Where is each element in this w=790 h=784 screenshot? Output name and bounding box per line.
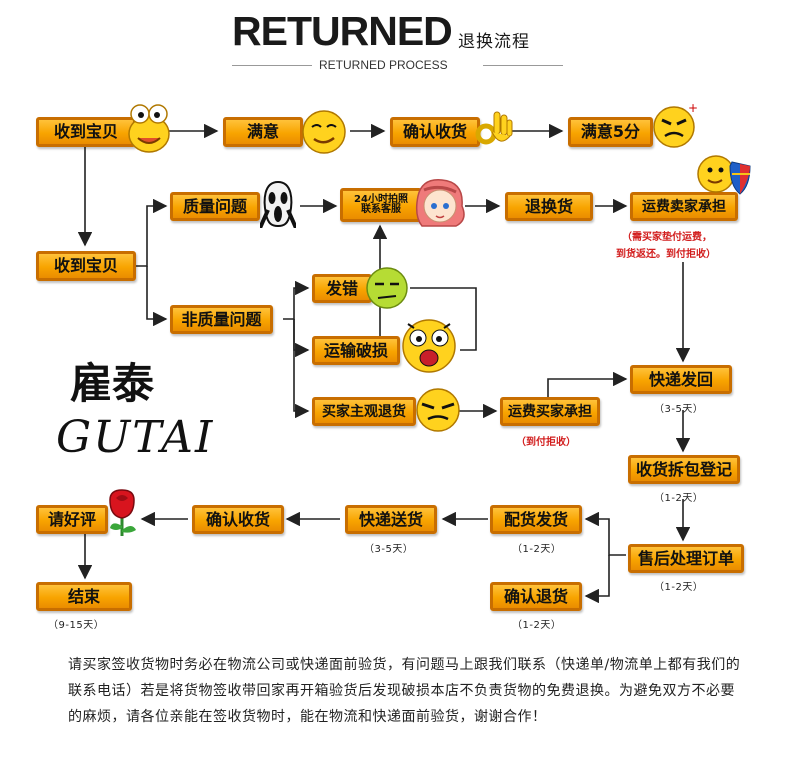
svg-text:+: + [688, 101, 698, 115]
node-return-exchange: 退换货 [505, 192, 593, 221]
arrow-branch-nonquality [147, 266, 166, 319]
brand-name-cn: 雇泰 [70, 350, 154, 411]
frog-emoji-icon [126, 100, 172, 158]
note-ship-days: （1-2天） [512, 540, 561, 555]
node-confirm-receipt-bottom: 确认收货 [192, 505, 284, 534]
page-title: RETURNED [232, 8, 452, 55]
node-confirm-receipt-top: 确认收货 [390, 117, 480, 147]
arrow-nonquality-subjective [294, 319, 308, 411]
note-express-return-days: （3-5天） [654, 400, 703, 415]
angry-emoji-icon: + [650, 100, 700, 150]
scream-mask-icon [260, 180, 296, 228]
green-emoji-icon [364, 266, 410, 310]
note-buyer: （到付拒收） [516, 433, 576, 448]
note-confirm-return-days: （1-2天） [512, 616, 561, 631]
note-seller-2: 到货返还。到付拒收） [616, 245, 716, 260]
rose-icon [104, 488, 140, 538]
node-seller-pays-freight: 运费卖家承担 [630, 192, 738, 221]
shocked-emoji-icon [398, 314, 460, 376]
note-register-days: （1-2天） [654, 489, 703, 504]
node-non-quality-issue: 非质量问题 [170, 305, 273, 334]
node-receive-left: 收到宝贝 [36, 251, 136, 281]
anime-girl-icon [412, 176, 468, 230]
node-buyer-subjective: 买家主观退货 [312, 397, 416, 426]
sneer-emoji-icon [412, 386, 464, 434]
node-end: 结束 [36, 582, 132, 611]
header-divider-left [232, 65, 312, 66]
node-buyer-pays-freight: 运费买家承担 [500, 397, 600, 426]
note-end-days: （9-15天） [48, 616, 104, 631]
node-receive-top: 收到宝贝 [36, 117, 136, 147]
node-confirm-return: 确认退货 [490, 582, 582, 611]
footer-notice: 请买家签收货物时务必在物流公司或快递面前验货，有问题马上跟我们联系（快递单/物流… [68, 652, 748, 730]
smug-emoji-icon [300, 108, 348, 156]
arrow-branch-quality [135, 206, 166, 266]
page-subtitle: RETURNED PROCESS [319, 58, 448, 72]
node-ship-goods: 配货发货 [490, 505, 582, 534]
header-divider-right [483, 65, 563, 66]
node-quality-issue: 质量问题 [170, 192, 260, 221]
node-satisfied-5: 满意5分 [568, 117, 653, 147]
ok-hand-icon [470, 108, 514, 152]
note-delivery-days: （3-5天） [364, 540, 413, 555]
arrow-buyer-express [548, 379, 626, 399]
arrow-aftersale-confirmreturn [586, 555, 609, 596]
node-receive-register: 收货拆包登记 [628, 455, 740, 484]
page-title-cn: 退换流程 [458, 27, 530, 52]
node-shipping-damage: 运输破损 [312, 336, 400, 365]
arrow-aftersale-ship [586, 519, 626, 555]
node-express-delivery: 快递送货 [345, 505, 437, 534]
node-please-review: 请好评 [36, 505, 108, 534]
shield-emoji-icon [696, 152, 752, 196]
note-seller-1: （需买家垫付运费， [622, 228, 712, 243]
node-express-return: 快递发回 [630, 365, 732, 394]
node-wrong-item: 发错 [312, 274, 372, 303]
node-customer-service: 24小时拍照联系客服 [340, 188, 422, 222]
node-aftersale-order: 售后处理订单 [628, 544, 744, 573]
node-satisfied: 满意 [223, 117, 303, 147]
brand-name-en: GUTAI [56, 412, 214, 463]
arrow-nonquality-wrong [283, 288, 308, 319]
arrow-nonquality-damage [294, 319, 308, 350]
note-aftersale-days: （1-2天） [654, 578, 703, 593]
